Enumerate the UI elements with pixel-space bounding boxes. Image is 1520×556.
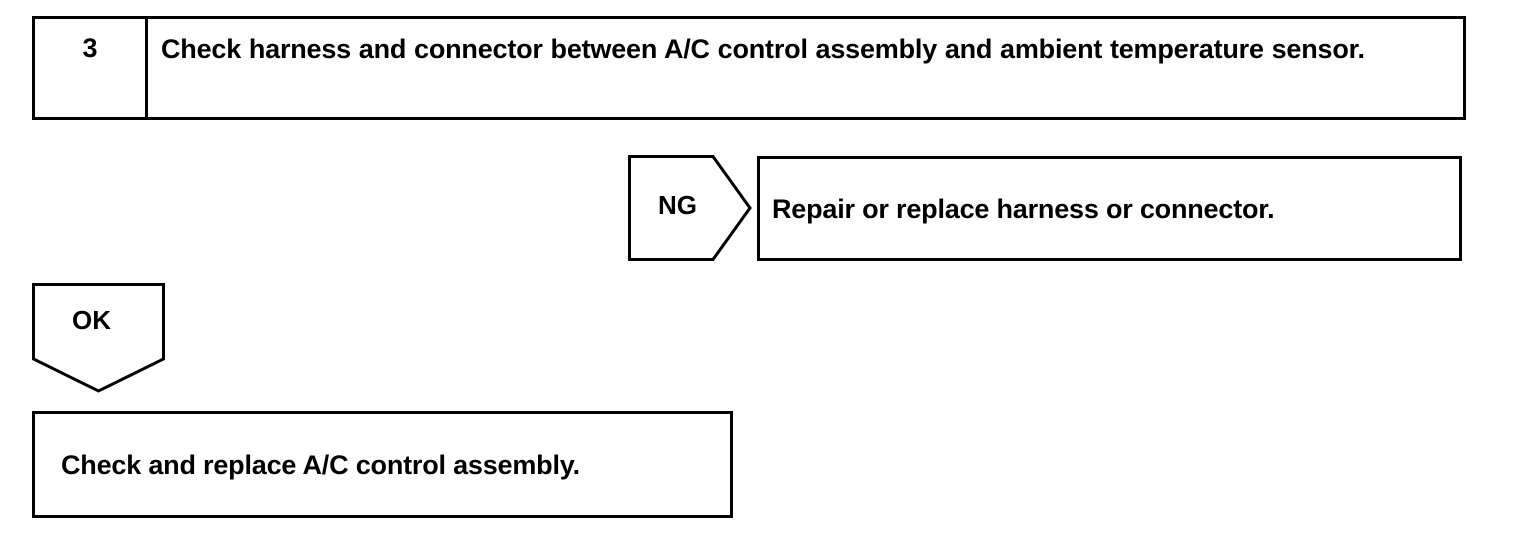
ng-pentagon-icon — [628, 155, 752, 261]
ng-result-box: Repair or replace harness or connector. — [757, 156, 1462, 261]
ng-branch-label: NG — [658, 190, 697, 220]
ok-result-box: Check and replace A/C control assembly. — [32, 411, 733, 518]
step-instruction-text: Check harness and connector between A/C … — [161, 34, 1365, 64]
step-text-cell: Check harness and connector between A/C … — [148, 19, 1463, 117]
step-instruction-box: 3 Check harness and connector between A/… — [32, 16, 1466, 120]
step-number-cell: 3 — [35, 19, 148, 117]
ok-branch-label: OK — [72, 305, 111, 335]
ng-result-text: Repair or replace harness or connector. — [772, 193, 1275, 224]
step-number: 3 — [82, 33, 98, 63]
ng-branch-arrow — [628, 155, 752, 261]
ok-result-text: Check and replace A/C control assembly. — [61, 449, 580, 480]
ok-pentagon-icon — [32, 283, 165, 393]
ok-branch-arrow — [32, 283, 165, 393]
